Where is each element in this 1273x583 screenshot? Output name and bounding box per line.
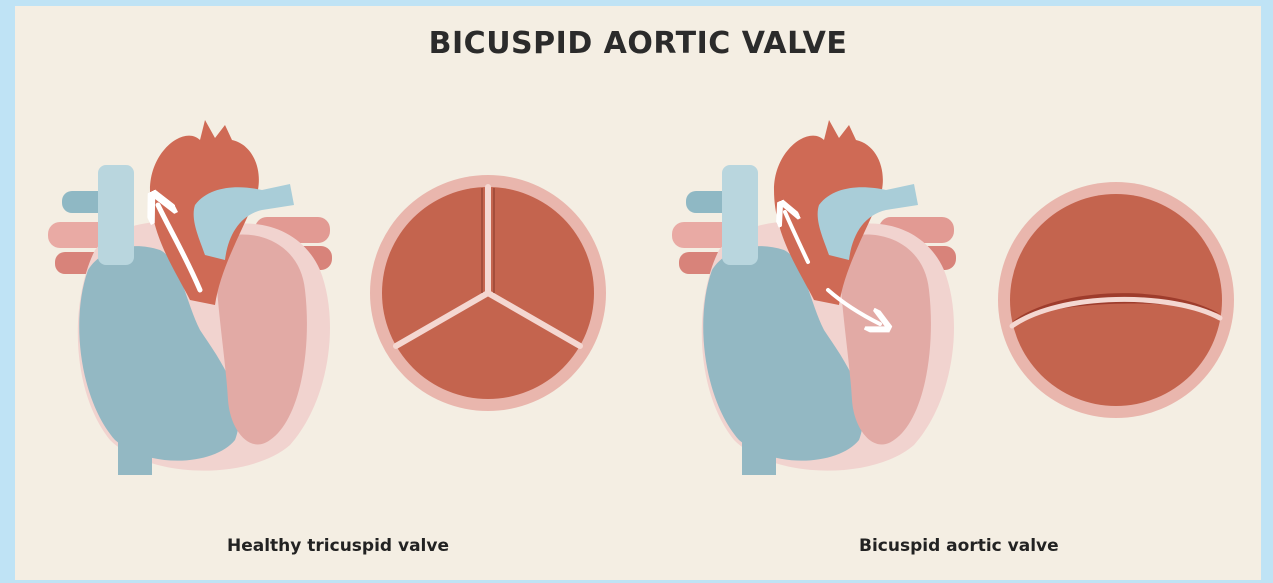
- inferior-vena-cava: [118, 420, 152, 475]
- tricuspid-valve-illustration: [370, 175, 606, 411]
- bicuspid-heart-illustration: [672, 120, 956, 475]
- inferior-vena-cava-2: [742, 420, 776, 475]
- superior-vena-cava: [98, 165, 134, 265]
- healthy-heart-illustration: [48, 120, 332, 475]
- superior-vena-cava-2: [722, 165, 758, 265]
- bicuspid-valve-illustration: [998, 182, 1234, 418]
